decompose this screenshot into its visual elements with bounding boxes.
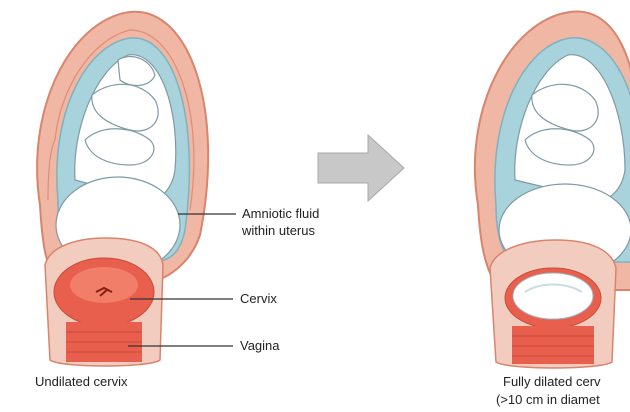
uterus-dilated xyxy=(475,12,630,368)
cervix-highlight xyxy=(70,267,138,303)
vagina-canal-dilated xyxy=(512,326,594,364)
label-cervix: Cervix xyxy=(240,291,277,306)
cervix-dilated xyxy=(490,240,616,368)
caption-dilated-line1: Fully dilated cerv xyxy=(503,374,601,389)
caption-undilated: Undilated cervix xyxy=(35,374,128,389)
dilated-os-opening xyxy=(513,273,593,319)
cervix-undilated xyxy=(45,238,163,366)
uterus-undilated xyxy=(37,12,208,366)
label-within-uterus: within uterus xyxy=(241,223,315,238)
label-amniotic-fluid: Amniotic fluid xyxy=(242,206,319,221)
caption-dilated-line2: (>10 cm in diamet xyxy=(496,392,600,407)
label-vagina: Vagina xyxy=(240,338,280,353)
progression-arrow-icon xyxy=(318,135,404,201)
